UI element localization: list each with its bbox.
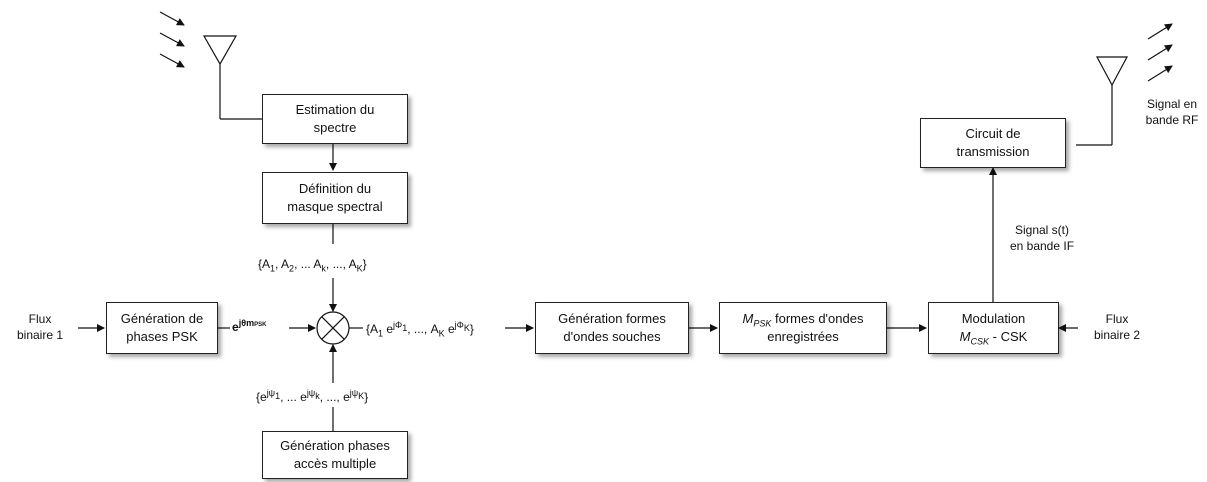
spectrum-estimation-box: Estimation du spectre [262, 94, 408, 144]
w-sub-K: K [438, 328, 445, 339]
amp-mid-3: , ..., A [325, 257, 357, 271]
amp-sub-k: k [321, 263, 326, 274]
input-stream-2-label: Flux binaire 2 [1082, 311, 1152, 343]
w-mid-3: e [444, 322, 455, 336]
mac-exp-2: jψ [306, 388, 316, 398]
amp-sub-1: 1 [270, 263, 276, 274]
w-mid-2: , ..., A [407, 322, 439, 336]
amp-mid-1: , A [275, 257, 290, 271]
amp-close: } [362, 257, 367, 271]
psk-symbol-sub2: PSK [254, 322, 267, 328]
input-stream-1-line2: binaire 1 [16, 328, 64, 342]
transmit-antenna-icon [1076, 56, 1129, 146]
mpsk-subscript: PSK [753, 318, 772, 329]
waveform-generation-line1: Génération formes [558, 311, 666, 326]
if-signal-line2: en bande IF [1009, 239, 1075, 253]
psk-symbol-sub1: m [246, 318, 255, 328]
mac-exp-3: jψ [349, 388, 359, 398]
weighted-phase-set-label: {A1 ejΦ1, ..., AK ejΦK} [366, 320, 474, 339]
psk-phase-generation-line1: Génération de [120, 311, 204, 326]
stored-waveforms-line2: enregistrées [767, 329, 839, 344]
amp-mid-2: , ... A [294, 257, 322, 271]
mac-phase-generation-line2: accès multiple [293, 456, 377, 471]
psk-phase-generation-line2: phases PSK [126, 329, 198, 344]
w-open: {A [366, 322, 379, 336]
psk-symbol-base: e [232, 320, 239, 334]
w-mid-1: e [383, 322, 394, 336]
psk-phase-generation-box: Génération de phases PSK [106, 302, 218, 354]
receive-antenna-icon [202, 35, 262, 120]
spectral-mask-line2: masque spectral [287, 199, 383, 214]
stored-waveforms-box: MPSK formes d'ondes enregistrées [719, 302, 887, 354]
spectral-mask-box: Définition du masque spectral [262, 172, 408, 224]
if-signal-line1: Signal s(t) [1014, 223, 1070, 237]
input-stream-2-line2: binaire 2 [1093, 328, 1141, 342]
mcsk-symbol: M [959, 329, 971, 344]
mcsk-subscript: CSK [970, 336, 990, 347]
spectrum-estimation-line1: Estimation du [295, 102, 375, 117]
w-exp-sub-K: K [463, 322, 470, 333]
spectral-mask-line1: Définition du [298, 181, 372, 196]
multiplier-icon [316, 311, 350, 345]
rf-signal-line2: bande RF [1145, 113, 1199, 127]
mac-sub-K: K [358, 390, 365, 401]
input-stream-1-label: Flux binaire 1 [8, 311, 72, 343]
mac-mid-2: , ..., e [319, 390, 350, 404]
transmission-circuit-line1: Circuit de [965, 126, 1021, 141]
w-close: } [469, 322, 474, 336]
csk-modulation-box: Modulation MCSK - CSK [928, 302, 1059, 354]
mac-close: } [364, 390, 369, 404]
psk-symbol-exp: jθ [238, 318, 247, 328]
amp-sub-2: 2 [289, 263, 295, 274]
transmission-circuit-box: Circuit de transmission [920, 118, 1066, 168]
mpsk-symbol: M [742, 311, 754, 326]
rf-signal-label: Signal en bande RF [1140, 96, 1204, 128]
csk-modulation-line2: MCSK - CSK [960, 328, 1028, 346]
stored-waveforms-line1: MPSK formes d'ondes [743, 310, 864, 328]
amp-open: {A [258, 257, 271, 271]
rf-signal-line1: Signal en [1146, 97, 1198, 111]
w-exp-sub-1: 1 [402, 322, 408, 333]
psk-symbol-exponent: jθmPSK [238, 318, 267, 329]
if-signal-label: Signal s(t) en bande IF [1002, 222, 1082, 254]
waveform-generation-box: Génération formes d'ondes souches [535, 302, 689, 354]
w-sub-1: 1 [378, 328, 384, 339]
multiple-access-phase-generation-box: Génération phases accès multiple [262, 431, 408, 479]
w-exp-1: jΦ [393, 320, 403, 330]
csk-modulation-line1: Modulation [961, 311, 1026, 326]
csk-text: - CSK [989, 329, 1028, 344]
mac-sub-1: 1 [275, 390, 281, 401]
mac-phase-generation-line1: Génération phases [280, 438, 390, 453]
mac-exp-1: jψ [266, 388, 276, 398]
outgoing-signal-arrows [1147, 23, 1173, 82]
transmission-circuit-line2: transmission [956, 144, 1030, 159]
stored-waveforms-text: formes d'ondes [771, 311, 864, 326]
w-exp-2: jΦ [454, 320, 464, 330]
amp-sub-K: K [356, 263, 363, 274]
mac-sub-k: k [315, 390, 320, 401]
amplitude-set-label: {A1, A2, ... Ak, ..., AK} [258, 256, 367, 274]
spectrum-estimation-line2: spectre [313, 120, 357, 135]
input-stream-2-line1: Flux [1105, 312, 1129, 326]
multiple-access-phase-set-label: {ejψ1, ... ejψk, ..., ejψK} [256, 389, 368, 405]
psk-phase-symbol: ejθmPSK [232, 319, 266, 335]
waveform-generation-line2: d'ondes souches [563, 329, 661, 344]
input-stream-1-line1: Flux [28, 312, 52, 326]
mac-open: {e [256, 390, 267, 404]
mac-mid-1: , ... e [280, 390, 307, 404]
incoming-signal-arrows [159, 11, 185, 68]
